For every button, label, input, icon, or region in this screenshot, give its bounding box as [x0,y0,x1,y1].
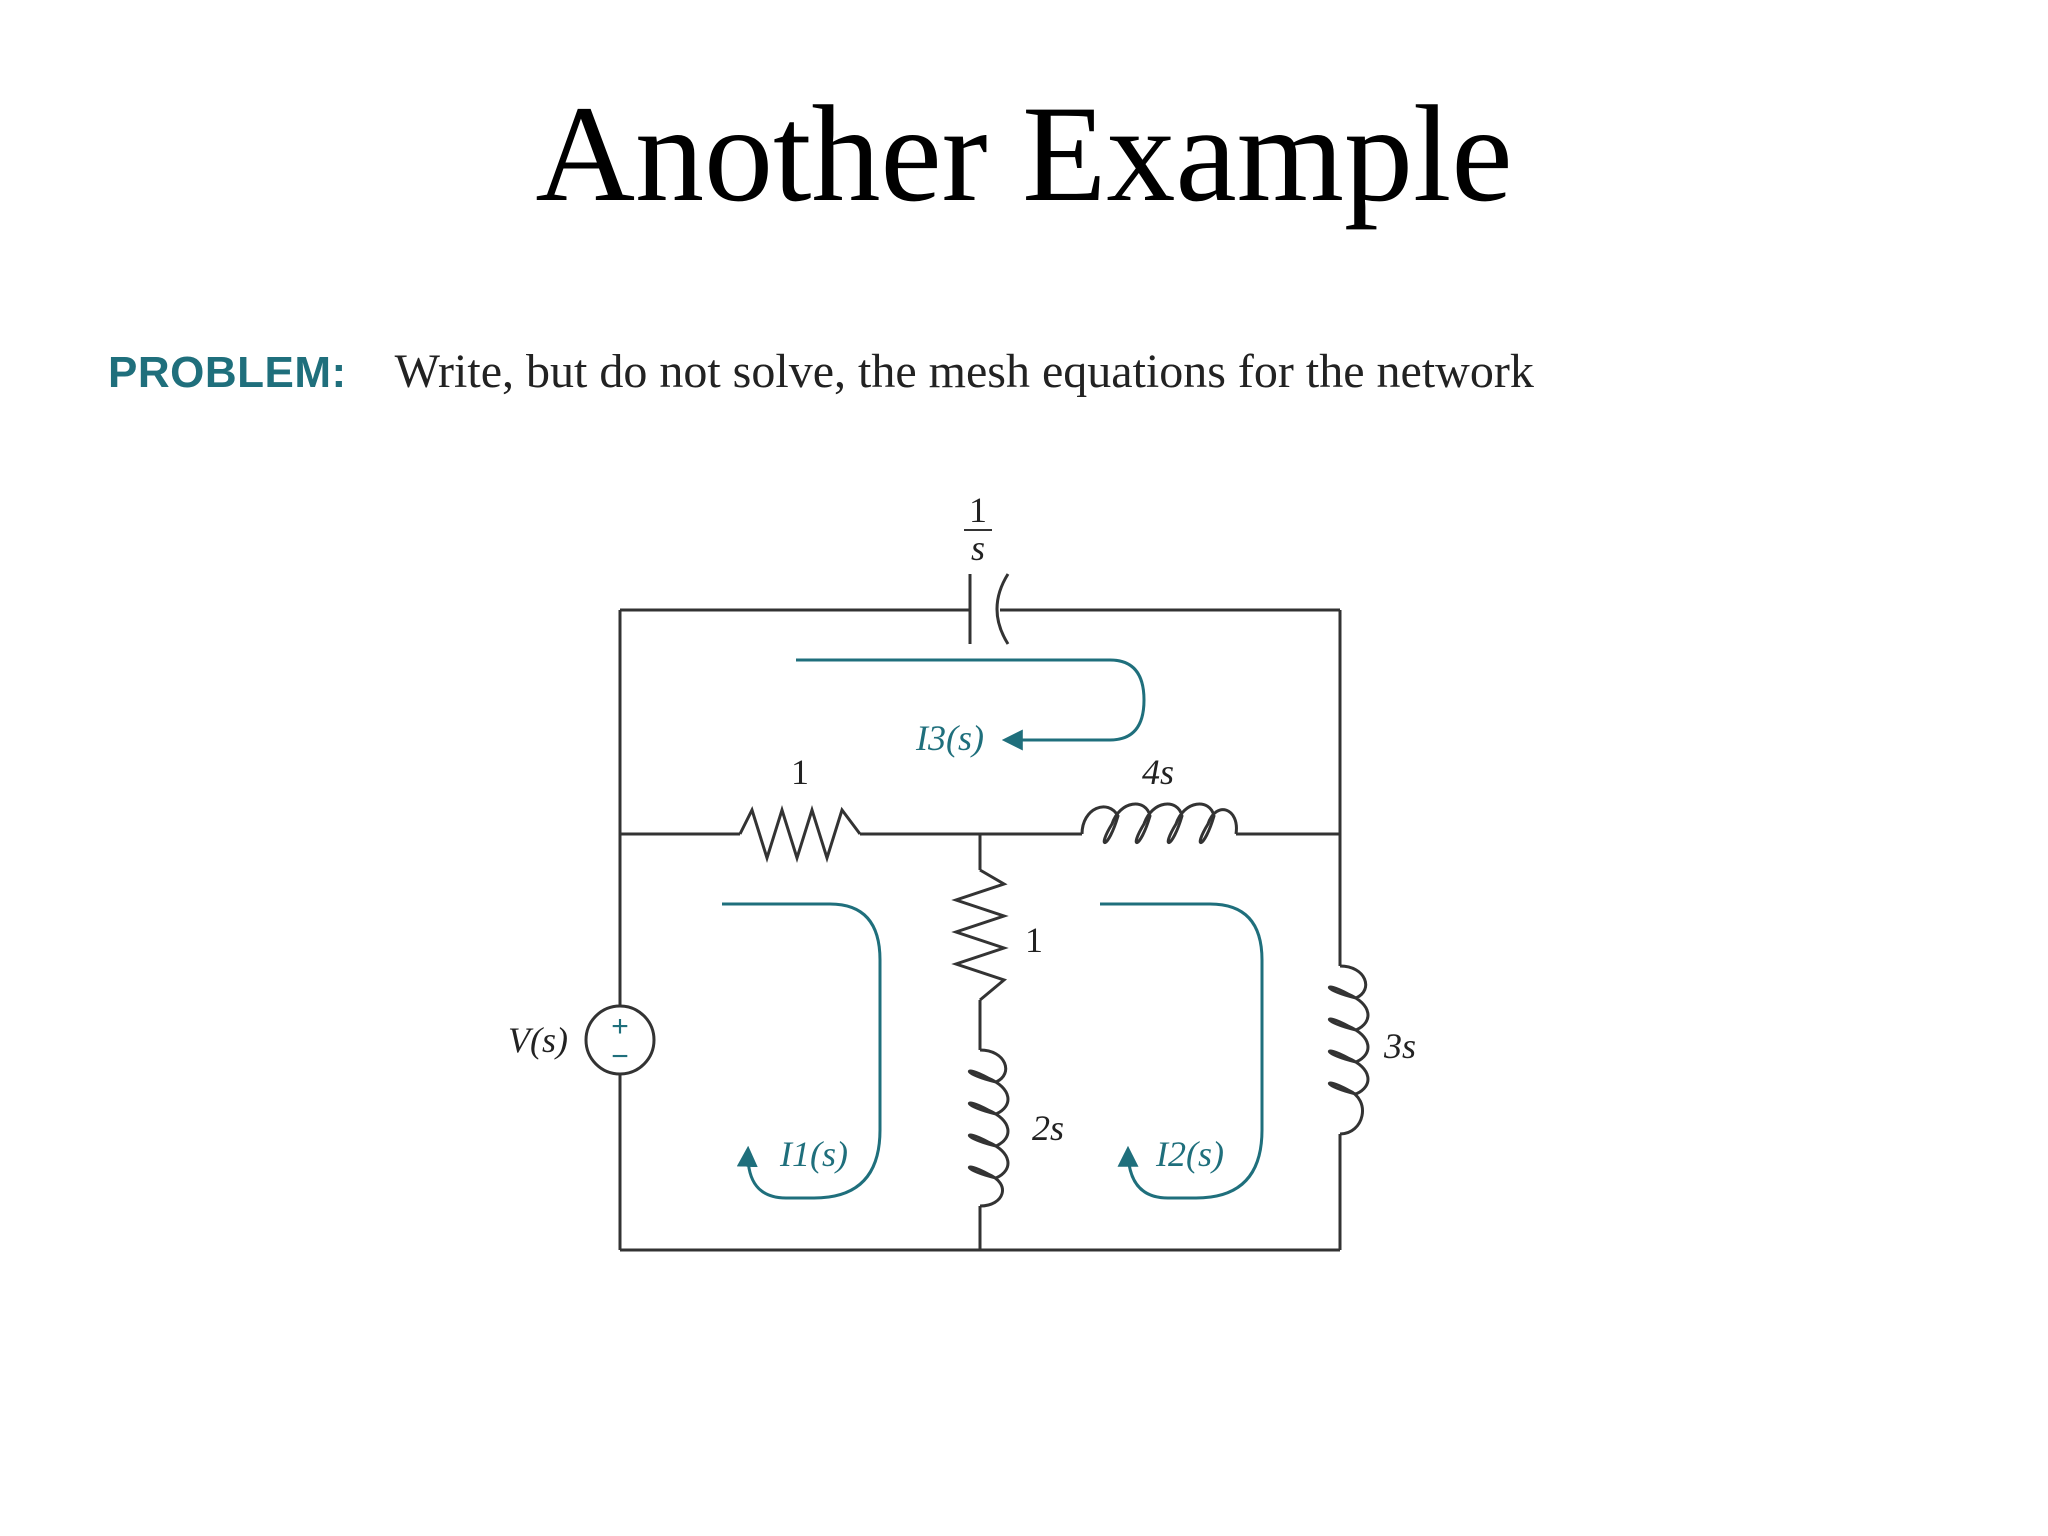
resistor-mid-label: 1 [1025,920,1043,960]
mesh-i2-arrow [1100,902,1264,1200]
problem-label: PROBLEM: [108,348,347,397]
mesh-current-arrows [722,658,1264,1200]
mesh-i3-arrow [796,658,1146,751]
voltage-source-label: V(s) [508,1020,568,1060]
mesh-i1-arrow [722,902,882,1200]
inductor-top-label: 4s [1142,752,1174,792]
source-minus-sign: − [611,1040,629,1073]
problem-text: Write, but do not solve, the mesh equati… [394,345,1534,398]
inductor-mid-symbol [967,1048,1010,1208]
resistor-top-label: 1 [791,752,809,792]
circuit-wires [618,608,1342,1252]
resistor-mid-symbol [951,868,1009,1002]
mesh-i3-label: I3(s) [915,718,984,758]
inductor-top-symbol [1080,802,1238,845]
capacitor-label-denominator: s [971,528,985,568]
mesh-i1-label: I1(s) [779,1134,848,1174]
problem-statement: PROBLEM: Write, but do not solve, the mes… [108,344,1534,399]
inductor-mid-label: 2s [1032,1108,1064,1148]
capacitor-label: 1 s [964,490,992,568]
slide-title: Another Example [535,77,1513,230]
mesh-i2-label: I2(s) [1155,1134,1224,1174]
capacitor-symbol [968,573,1010,645]
voltage-source-symbol: + − [584,1004,656,1076]
capacitor-label-numerator: 1 [969,490,987,530]
resistor-top-symbol [738,804,862,864]
source-plus-sign: + [611,1010,629,1043]
inductor-right-label: 3s [1383,1026,1416,1066]
inductor-right-symbol [1327,964,1370,1136]
